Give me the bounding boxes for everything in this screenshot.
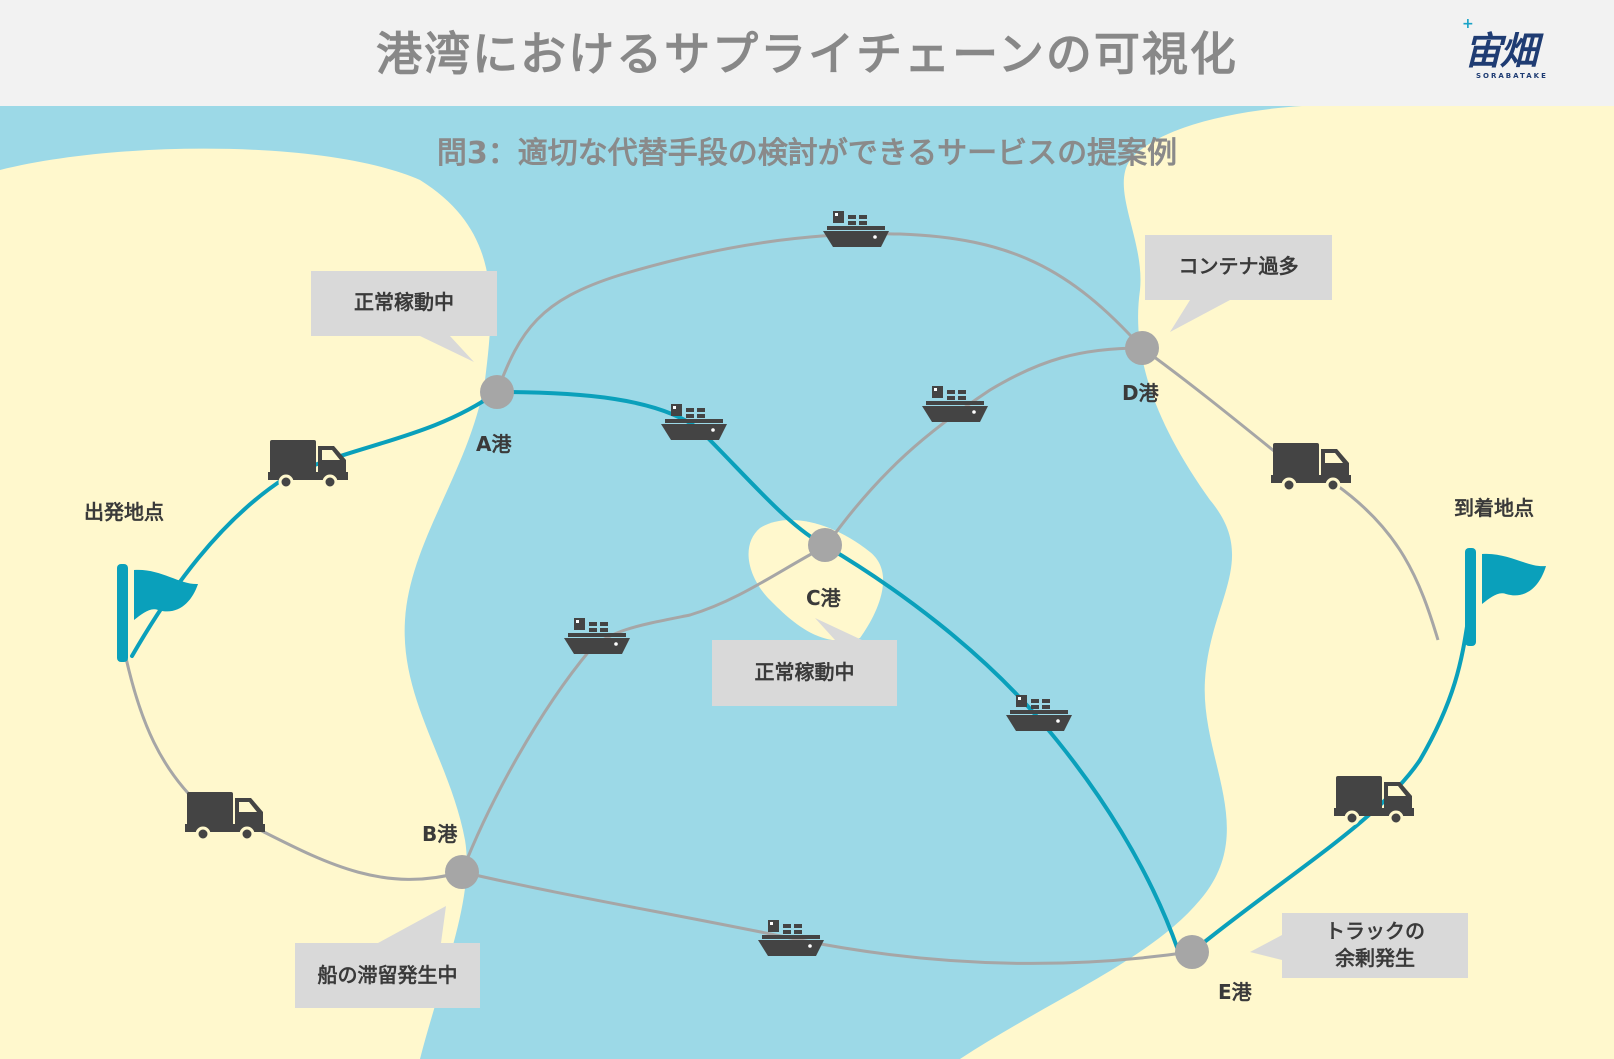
port-c-label: C港 (806, 586, 841, 610)
callout-e-line2: 余剰発生 (1335, 946, 1415, 970)
route-b-e (461, 870, 1191, 965)
port-a-label: A港 (476, 432, 512, 456)
port-d-label: D港 (1122, 381, 1159, 405)
callout-c-text: 正常稼動中 (754, 660, 855, 684)
route-truck-b (249, 823, 463, 881)
callout-e-shape (1250, 913, 1468, 978)
callout-shapes (295, 235, 1468, 1008)
callout-b-shape (295, 906, 480, 1008)
port-a-node (480, 375, 514, 409)
route-a-d (495, 232, 1144, 393)
callout-c-shape (712, 618, 897, 706)
port-e-node (1175, 935, 1209, 969)
start-flag-icon (117, 564, 198, 662)
route-d-c (824, 346, 1143, 547)
end-point-label: 到着地点 (1454, 496, 1534, 520)
port-c-node (808, 528, 842, 562)
port-e-label: E港 (1218, 980, 1252, 1004)
route-e-end (1190, 618, 1470, 954)
ship-icon (564, 618, 630, 654)
sorabatake-logo: + 宙畑 SORABATAKE (1460, 16, 1570, 90)
callout-a-shape (311, 271, 497, 362)
c-port-island (748, 520, 884, 641)
route-c-e (824, 544, 1180, 952)
port-d-node (1125, 331, 1159, 365)
ship-icon (823, 211, 889, 247)
port-b-label: B港 (422, 822, 458, 846)
callout-e-line1: トラックの (1325, 919, 1425, 943)
ship-icon (758, 920, 824, 956)
page-title: 港湾におけるサプライチェーンの可視化 (376, 27, 1238, 81)
callout-a-text: 正常稼動中 (354, 290, 454, 314)
port-b-node (445, 855, 479, 889)
start-point-label: 出発地点 (84, 500, 164, 524)
end-flag-icon (1465, 548, 1546, 646)
callout-d-shape (1145, 235, 1332, 332)
subtitle: 問3：適切な代替手段の検討ができるサービスの提案例 (436, 136, 1178, 171)
logo-text: 宙畑 (1464, 29, 1538, 73)
header-bar (0, 0, 1614, 106)
callout-e-text: トラックの 余剰発生 (1282, 918, 1468, 972)
ship-icon (922, 386, 988, 422)
route-truck-end (1334, 482, 1440, 641)
logo-sparkle-icon: + (1462, 16, 1474, 32)
callout-b-text: 船の滞留発生中 (317, 963, 458, 987)
ship-icon (661, 404, 727, 440)
callout-d-text: コンテナ過多 (1178, 254, 1299, 278)
right-landmass (960, 106, 1614, 1059)
ship-icon (1006, 695, 1072, 731)
logo-subtext: SORABATAKE (1476, 72, 1548, 80)
left-landmass (0, 148, 491, 1059)
port-nodes (445, 331, 1209, 969)
